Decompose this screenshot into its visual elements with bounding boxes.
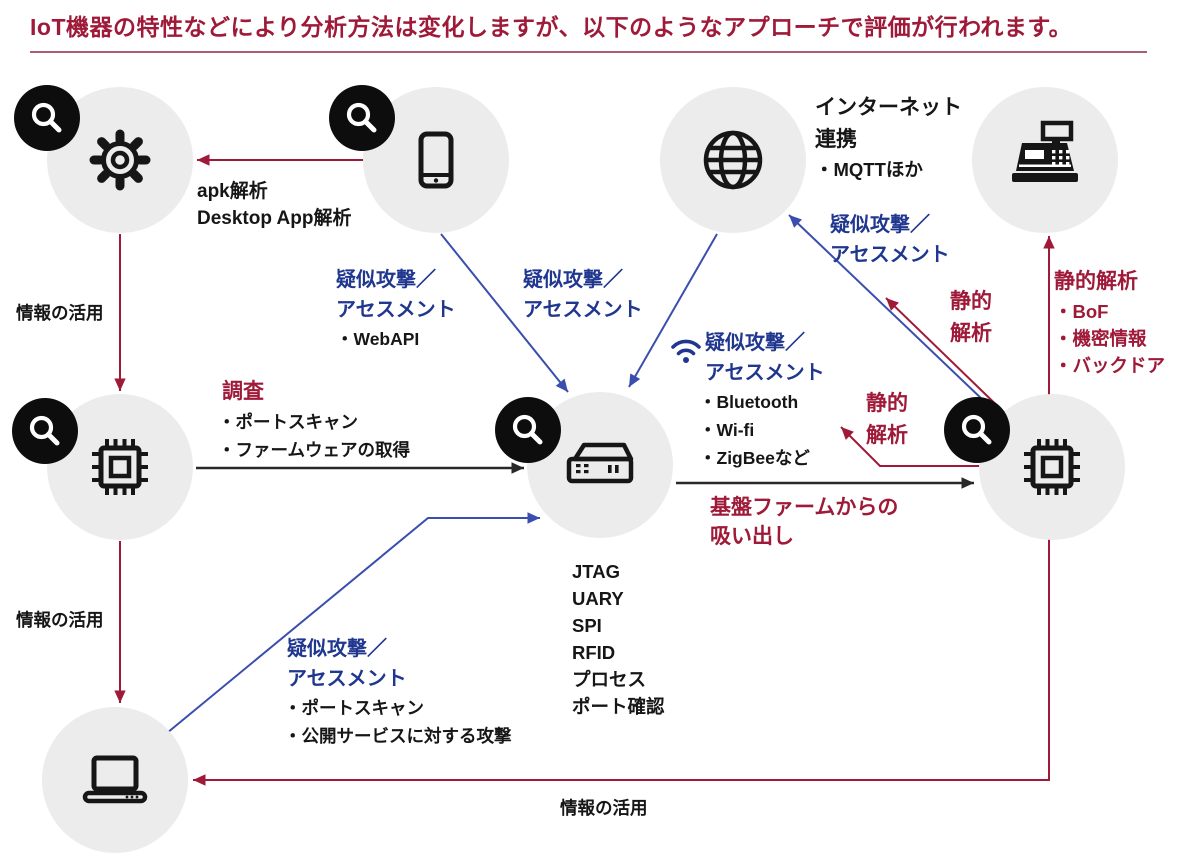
magnifier-badge-device-chip bbox=[12, 398, 78, 464]
static-to-internet-label: 静的 解析 bbox=[950, 290, 992, 345]
arrow-chip-to-internet bbox=[788, 214, 1007, 423]
arrow-internet-to-device bbox=[628, 233, 718, 388]
magnifier-icon bbox=[346, 102, 377, 133]
node-pc bbox=[42, 707, 188, 853]
wifi-icon bbox=[671, 339, 701, 363]
info-use-label-top: 情報の活用 bbox=[16, 303, 104, 323]
laptop-icon bbox=[82, 755, 148, 804]
attack-pc-label: 疑似攻撃／ アセスメント ・ポートスキャン ・公開サービスに対する攻撃 bbox=[284, 638, 512, 746]
ports-list: JTAG UARY SPI RFID プロセス ポート確認 bbox=[572, 558, 665, 720]
attack-wireless-label: 疑似攻撃／ アセスメント ・Bluetooth ・Wi-fi ・ZigBeeなど bbox=[699, 332, 825, 468]
globe-icon bbox=[703, 130, 763, 190]
list-item: ポート確認 bbox=[572, 696, 665, 717]
chip-icon bbox=[92, 439, 148, 495]
list-item: プロセス bbox=[572, 669, 647, 690]
node-pos-terminal bbox=[972, 87, 1118, 233]
chip-icon bbox=[1024, 439, 1080, 495]
arrow-pc-to-device bbox=[166, 512, 540, 734]
internet-link-label: インターネット 連携 ・MQTTほか bbox=[815, 96, 962, 180]
smartphone-icon bbox=[418, 131, 454, 189]
magnifier-icon bbox=[961, 414, 992, 445]
magnifier-icon bbox=[29, 415, 60, 446]
firmware-extract-label: 基盤ファームからの 吸い出し bbox=[710, 496, 899, 548]
list-item: SPI bbox=[572, 615, 602, 636]
info-use-label-bottom: 情報の活用 bbox=[560, 798, 648, 818]
list-item: RFID bbox=[572, 642, 616, 663]
magnifier-icon bbox=[31, 102, 62, 133]
static-analysis-label: 静的解析 ・BoF ・機密情報 ・バックドア bbox=[1054, 270, 1166, 376]
device-box-icon bbox=[566, 442, 634, 484]
arrow-static-to-device bbox=[840, 426, 982, 467]
attack-webapi-label: 疑似攻撃／ アセスメント ・WebAPI bbox=[336, 269, 456, 349]
survey-label: 調査 ・ポートスキャン ・ファームウェアの取得 bbox=[218, 380, 410, 460]
magnifier-badge-smartphone bbox=[329, 85, 395, 151]
title-underline bbox=[30, 51, 1147, 53]
static-to-device-label: 静的 解析 bbox=[866, 392, 908, 447]
attack-internet-label: 疑似攻撃／ アセスメント bbox=[830, 214, 950, 266]
cash-register-icon bbox=[1012, 120, 1078, 182]
arrow-smartphone-to-device bbox=[440, 233, 569, 393]
magnifier-badge-iot-device bbox=[495, 397, 561, 463]
list-item: JTAG bbox=[572, 561, 620, 582]
attack-smartphone-label: 疑似攻撃／ アセスメント bbox=[523, 269, 643, 321]
arrow-chip-to-laptop-long bbox=[193, 470, 1050, 786]
apk-analysis-label: apk解析 Desktop App解析 bbox=[197, 181, 352, 229]
info-use-label-mid: 情報の活用 bbox=[16, 610, 104, 630]
magnifier-badge-extracted-chip bbox=[944, 397, 1010, 463]
page-title: IoT機器の特性などにより分析方法は変化しますが、以下のようなアプローチで評価が… bbox=[30, 14, 1073, 40]
node-internet bbox=[660, 87, 806, 233]
gear-icon bbox=[89, 129, 151, 191]
magnifier-badge-gear bbox=[14, 85, 80, 151]
magnifier-icon bbox=[512, 414, 543, 445]
list-item: UARY bbox=[572, 588, 624, 609]
